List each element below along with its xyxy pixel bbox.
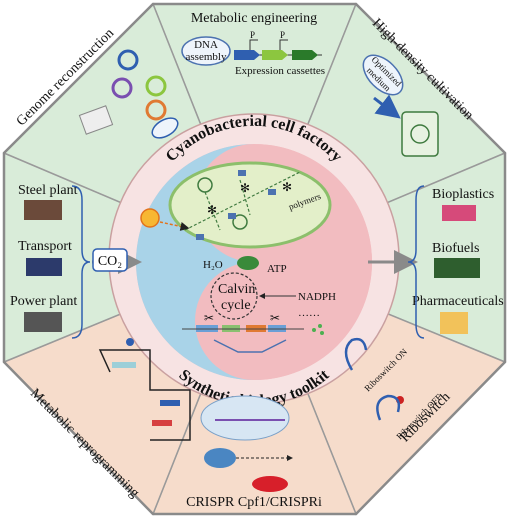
metabolic-engineering-panel: Metabolic engineering DNA assembly P P E… [181,11,325,77]
product-dot-3 [320,331,324,335]
repair-bracket [213,339,287,353]
medium-arrow [373,94,401,119]
plasmid-icon-3 [145,99,167,121]
calvin-cycle-ring [210,272,258,320]
bioplastics-label: Bioplastics [432,187,494,202]
metabolic-engineering-title: Metabolic engineering [191,11,317,26]
dna-label: DNA [194,39,218,51]
circuit-gene-2 [160,400,180,406]
product-dot-2 [318,324,322,328]
calvin-label-1: Calvin [218,282,255,297]
calvin-label-2: cycle [221,298,251,313]
expression-cassettes-label: Expression cassettes [235,65,325,77]
regulator-dot [126,338,134,346]
output-bracket [407,185,425,339]
gear-icon-1: ✻ [207,203,217,217]
transporter-3 [268,189,276,195]
optimized-medium-bubble [362,54,404,96]
gene-arrow-1 [234,50,260,60]
water-label: H₂O [203,259,223,271]
pharmaceuticals-label: Pharmaceuticals [412,294,504,309]
scissors-icon-1: ✂ [204,311,214,325]
atp-label: ATP [267,263,287,275]
crispr-complex [200,395,290,441]
vesicle-2 [232,214,248,230]
cell-plasmid-icon [151,117,179,139]
transporter-4 [196,234,204,240]
transporter-1 [238,170,246,176]
product-dot-1 [312,328,316,332]
scissors-icon-2: ✂ [270,311,280,325]
nadph-label: NADPH [298,291,336,303]
steel-plant-label: Steel plant [18,183,78,198]
transporter-2 [228,213,236,219]
riboswitch-off-loop [376,394,401,421]
gel-icon [78,105,114,135]
pathway-line [184,171,301,231]
bioplastics-icon [442,205,476,221]
bioreactor-stirrer [410,124,430,144]
dna-assembly-bubble [181,36,231,66]
biofuels-icon [434,258,480,278]
cell-membrane [168,161,332,249]
inputs-panel: Steel plant Transport Power plant CO₂ [10,183,128,339]
power-plant-label: Power plant [10,294,77,309]
co2-label: CO₂ [98,254,122,269]
gene-arrow-3 [292,50,318,60]
octagon-outline [2,2,507,516]
promoter-a-label: P [250,30,255,40]
crispr-panel: CRISPR Cpf1/CRISPRi [186,395,322,510]
dcas-protein [204,448,236,468]
gear-icon-2: ✻ [282,180,292,194]
bioreactor-icon [401,111,439,157]
co2-box [92,248,128,272]
pathway-line-2 [204,179,251,231]
plasmid-icon-4 [111,77,133,99]
ellipsis-label: …… [298,307,320,319]
riboswitch-on-loop [344,337,368,371]
promoter-a-symbol [249,39,258,50]
circuit-gene-3 [152,420,172,426]
central-circle: ✻ ✻ ✻ polymers H₂O ATP Calvin cycle NADP… [108,113,400,410]
input-bracket [71,185,91,339]
gene-arrow-2 [262,50,288,60]
biofuels-label: Biofuels [432,241,479,256]
circuit-gene-1 [112,362,136,368]
chloroplast-icon [237,256,259,270]
gear-icon-3: ✻ [240,181,250,195]
truck-icon [26,258,62,276]
factory-icon-steel [24,200,62,220]
plasmid-icon-2 [145,75,167,97]
plasmid-icon-1 [117,49,139,71]
circuit-loop [98,349,191,441]
assembly-label: assembly [186,51,227,63]
pharma-icon [440,312,468,334]
outputs-panel: Bioplastics Biofuels Pharmaceuticals [407,185,504,339]
crispr-title: CRISPR Cpf1/CRISPRi [186,495,322,510]
transport-label: Transport [18,239,72,254]
promoter-b-label: P [280,30,285,40]
promoter-b-symbol [279,39,288,50]
protein-product [252,476,288,492]
sun-icon [140,208,160,228]
power-plant-icon [24,312,62,332]
